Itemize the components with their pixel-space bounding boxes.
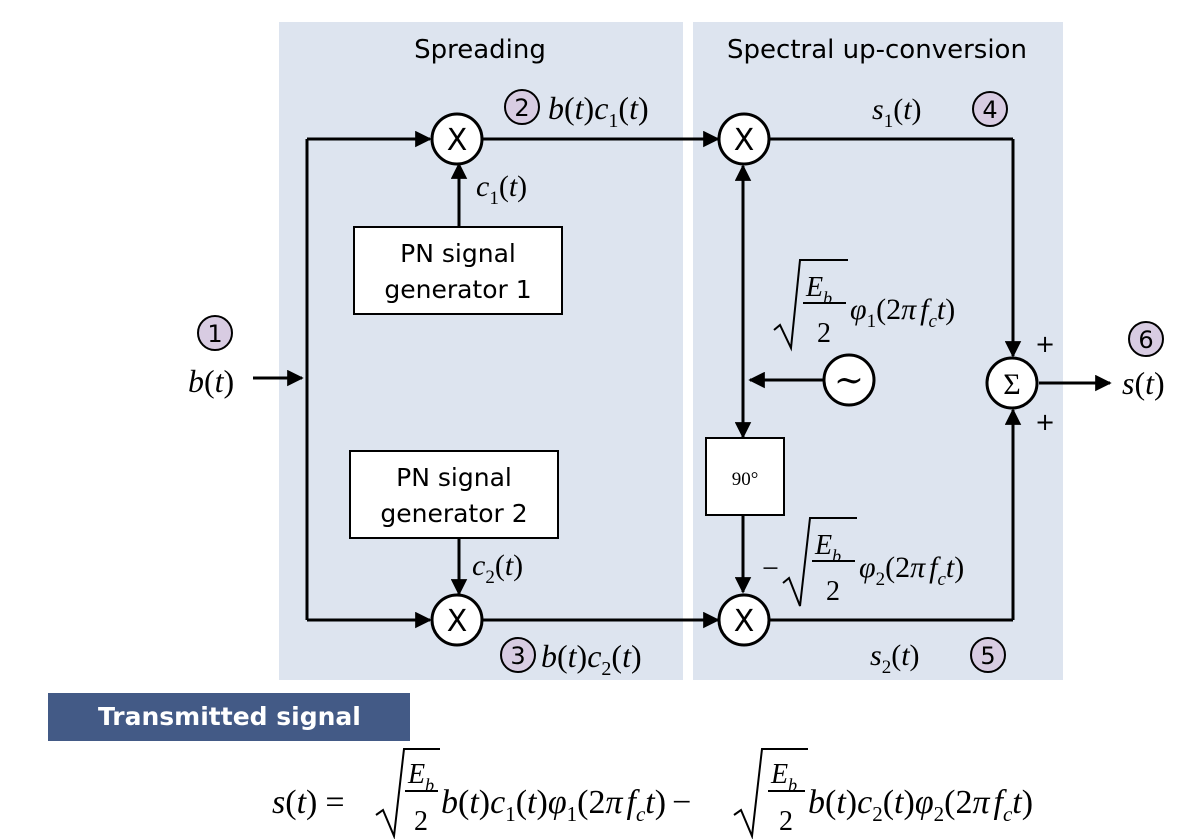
svg-text:X: X: [734, 123, 755, 158]
pn-generator-2: PN signal generator 2: [349, 450, 559, 539]
svg-text:Σ: Σ: [1003, 368, 1020, 401]
pn1-line-1: PN signal: [400, 239, 516, 268]
label-s1-t: s1(t): [872, 93, 922, 132]
label-b-c2: b(t)c2(t): [541, 638, 642, 680]
svg-text:2: 2: [414, 806, 428, 837]
oscillator: ∼: [822, 353, 876, 407]
svg-text:s(t)=: s(t)=: [272, 784, 345, 821]
svg-text:X: X: [734, 604, 755, 639]
pn-generator-1: PN signal generator 1: [353, 226, 563, 315]
svg-text:2: 2: [779, 806, 793, 837]
marker-1: 1: [197, 315, 233, 351]
svg-text:2: 2: [817, 318, 831, 349]
svg-text:2: 2: [826, 576, 840, 607]
signal-wires: [253, 130, 1112, 629]
label-b-c1: b(t)c1(t): [548, 90, 649, 132]
pn2-line-1: PN signal: [396, 463, 512, 492]
svg-text:Eb: Eb: [805, 272, 832, 308]
label-c1-t: c1(t): [476, 170, 527, 209]
label-s2-t: s2(t): [870, 639, 920, 678]
marker-2: 2: [504, 89, 540, 125]
svg-text:Eb: Eb: [407, 759, 434, 795]
svg-text:90°: 90°: [732, 469, 759, 490]
svg-text:X: X: [447, 604, 468, 639]
svg-text:−: −: [762, 552, 779, 585]
svg-text:Eb: Eb: [770, 759, 797, 795]
svg-text:3: 3: [510, 642, 525, 670]
summer: Σ: [985, 356, 1039, 410]
svg-text:X: X: [447, 123, 468, 158]
marker-6: 6: [1128, 321, 1164, 357]
sum-sign-top: +: [1035, 330, 1055, 358]
svg-text:2: 2: [514, 94, 529, 122]
oscillator-icon: ∼: [834, 360, 864, 400]
phase-shifter-90: 90°: [705, 437, 785, 516]
label-c2-t: c2(t): [472, 549, 523, 588]
marker-4: 4: [972, 91, 1008, 127]
mixer-top-upconversion: X: [717, 112, 771, 166]
label-input-b-t: b(t): [188, 363, 234, 399]
svg-text:Eb: Eb: [814, 530, 841, 566]
pn1-line-2: generator 1: [384, 275, 531, 304]
mixer-bottom-spreading: X: [430, 593, 484, 647]
spreading-title: Spreading: [414, 35, 546, 65]
svg-text:5: 5: [980, 642, 995, 670]
svg-text:6: 6: [1138, 326, 1153, 354]
marker-5: 5: [970, 637, 1006, 673]
upconversion-title: Spectral up-conversion: [727, 35, 1027, 65]
svg-text:4: 4: [982, 96, 997, 124]
transmitted-signal-heading: Transmitted signal: [48, 693, 410, 741]
sum-sign-bottom: +: [1035, 408, 1055, 436]
label-output-s-t: s(t): [1122, 365, 1165, 401]
marker-3: 3: [500, 637, 536, 673]
pn2-line-2: generator 2: [380, 499, 527, 528]
mixer-top-spreading: X: [430, 112, 484, 166]
mixer-bottom-upconversion: X: [717, 593, 771, 647]
svg-text:1: 1: [207, 320, 222, 348]
